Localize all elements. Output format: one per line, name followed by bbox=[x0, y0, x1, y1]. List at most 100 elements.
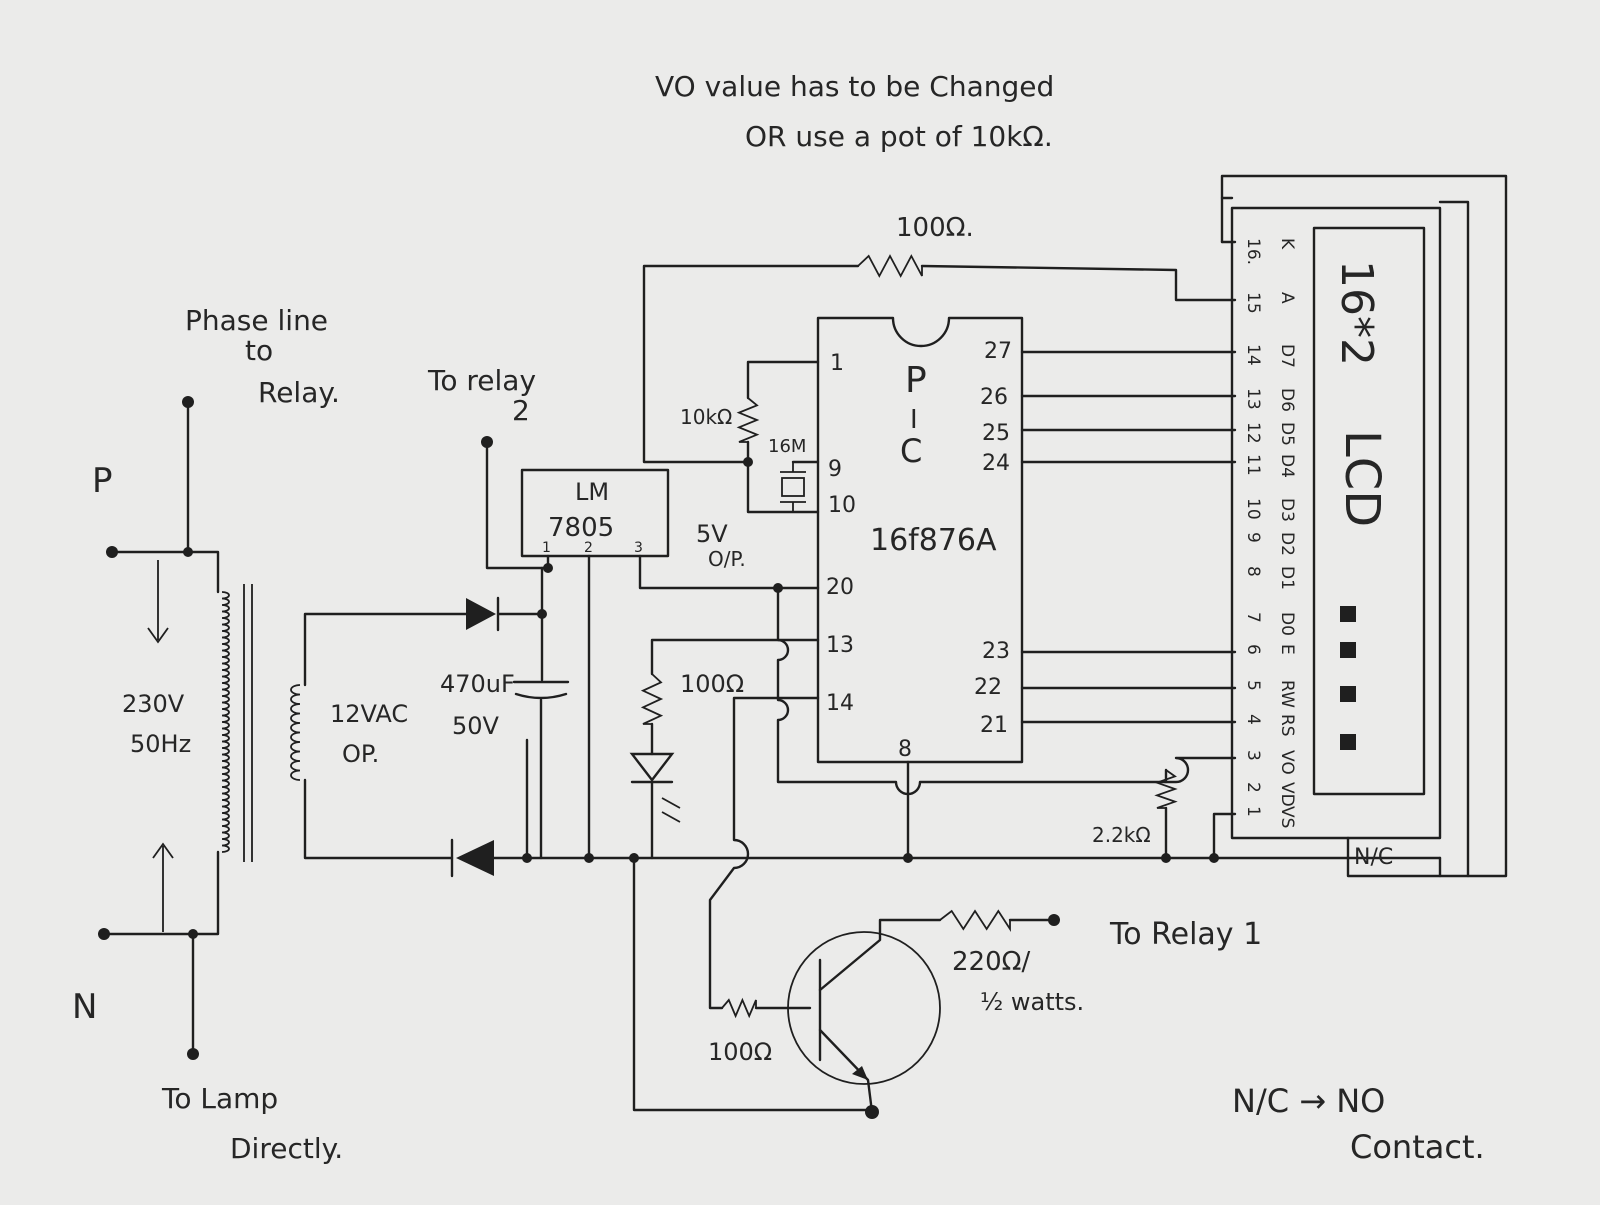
pic-pin-8: 8 bbox=[898, 737, 912, 762]
junction-diode-cap bbox=[537, 609, 547, 619]
lcd-outline bbox=[1230, 206, 1442, 840]
junction-cap-ground bbox=[522, 853, 532, 863]
base-resistor-value: 100Ω bbox=[708, 1038, 772, 1066]
led-cathode bbox=[630, 780, 674, 860]
lcd-vss-wire bbox=[1212, 812, 1237, 860]
mclr-wire bbox=[746, 360, 820, 400]
crystal-body bbox=[781, 477, 805, 497]
transistor-circle bbox=[787, 931, 941, 1085]
lcd-display-window bbox=[1312, 226, 1426, 796]
lcd-pin-name: RS bbox=[1277, 714, 1297, 737]
collector-resistor-rating: ½ watts. bbox=[980, 988, 1084, 1016]
diode-top bbox=[466, 598, 496, 630]
transformer: 12VAC OP. bbox=[221, 584, 408, 862]
lcd-pin-name: D5 bbox=[1277, 422, 1297, 446]
lcd-pin-number: 10 bbox=[1243, 498, 1263, 520]
lcd-title-label: LCD bbox=[1334, 430, 1390, 527]
lcd-data-bus bbox=[1020, 350, 1237, 464]
backlight-circuit: 100Ω. bbox=[642, 213, 1237, 464]
phase-relay-terminal bbox=[182, 396, 194, 408]
pic-pin-20: 20 bbox=[826, 575, 854, 600]
contrast-circuit: 2.2kΩ bbox=[1092, 768, 1237, 863]
primary-frequency: 50Hz bbox=[130, 730, 191, 758]
lcd-block-3 bbox=[1340, 686, 1356, 702]
led-resistor bbox=[640, 673, 664, 725]
pic-pin-25: 25 bbox=[982, 421, 1010, 446]
emitter-junction bbox=[865, 1105, 879, 1119]
current-arrow-down bbox=[147, 560, 169, 644]
pic-part-number: 16f876A bbox=[870, 523, 997, 558]
vdd-rail-to-lcd bbox=[776, 586, 1237, 796]
base-resistor bbox=[721, 997, 757, 1019]
relay1-terminal bbox=[1048, 914, 1060, 926]
secondary-bottom-wire bbox=[303, 778, 454, 860]
lcd-pin-number: 16. bbox=[1243, 238, 1263, 265]
emitter-ground-wire bbox=[632, 856, 874, 1112]
primary-voltage: 230V bbox=[122, 690, 185, 718]
regulator-body bbox=[520, 468, 670, 558]
crystal-value: 16M bbox=[768, 436, 806, 457]
crystal-wires bbox=[746, 460, 820, 514]
lcd-nc-label: N/C bbox=[1354, 845, 1393, 870]
mains-input: P N Phase line to Relay. To Lamp Directl… bbox=[72, 304, 343, 1165]
backlight-right-wire bbox=[920, 264, 1237, 302]
lcd-pin-number: 3 bbox=[1243, 750, 1263, 761]
collector-resistor-value: 220Ω/ bbox=[952, 947, 1030, 977]
regulator-pin2: 2 bbox=[584, 540, 593, 556]
pic-pin-13: 13 bbox=[826, 633, 854, 658]
backlight-resistor-value: 100Ω. bbox=[896, 213, 974, 243]
lcd-pin-number: 7 bbox=[1243, 612, 1263, 623]
note-vo-line1: VO value has to be Changed bbox=[655, 70, 1054, 103]
phase-note-1: Phase line bbox=[185, 304, 328, 337]
pic-pin-21: 21 bbox=[980, 713, 1008, 738]
neutral-junction bbox=[188, 929, 198, 939]
pic-pin-26: 26 bbox=[980, 385, 1008, 410]
current-arrow-up bbox=[152, 842, 174, 932]
lcd-block-4 bbox=[1340, 734, 1356, 750]
regulator-name-2: 7805 bbox=[548, 513, 614, 543]
emitter-arrow bbox=[852, 1066, 868, 1080]
led-indicator: 100Ω bbox=[629, 638, 820, 863]
diode-top-leads bbox=[496, 596, 544, 632]
nc-note-line2: Contact. bbox=[1350, 1128, 1485, 1166]
lcd-k-loop bbox=[1220, 174, 1508, 878]
phase-note-2: to bbox=[245, 334, 273, 367]
ground-rail bbox=[450, 838, 1442, 878]
pic-pin-10: 10 bbox=[828, 493, 856, 518]
contrast-resistor-value: 2.2kΩ bbox=[1092, 823, 1151, 847]
pic-pin-24: 24 bbox=[982, 451, 1010, 476]
relay2-note-2: 2 bbox=[512, 394, 530, 427]
relay2-terminal bbox=[481, 436, 493, 448]
lcd-pin-name: RW bbox=[1277, 680, 1297, 708]
pic-letter-c: C bbox=[900, 432, 922, 470]
secondary-label: OP. bbox=[342, 740, 379, 768]
secondary-top-wire bbox=[303, 612, 468, 687]
relay1-note: To Relay 1 bbox=[1109, 917, 1262, 952]
regulator-out-1: 5V bbox=[696, 520, 728, 548]
lcd-pin-name: D3 bbox=[1277, 498, 1297, 522]
neutral-label: N bbox=[72, 987, 97, 1027]
lcd-block-1 bbox=[1340, 606, 1356, 622]
capacitor-plate-negative bbox=[514, 692, 568, 700]
regulator-output-wire bbox=[638, 554, 820, 590]
collector-lead bbox=[818, 918, 942, 992]
relay2-wire bbox=[485, 440, 550, 570]
emitter-lead bbox=[818, 1028, 874, 1114]
regulator-ground-junction bbox=[584, 853, 594, 863]
oscillator-and-reset: 10kΩ 16M bbox=[680, 360, 820, 514]
pic-letter-p: P bbox=[905, 360, 927, 401]
phase-wire bbox=[110, 550, 220, 594]
phase-terminal bbox=[106, 546, 118, 558]
capacitor-value: 470uF bbox=[440, 670, 515, 698]
lcd-pin-name: D4 bbox=[1277, 454, 1297, 478]
rectifier-section: 470uF 50V bbox=[303, 566, 1442, 878]
lcd-pin-number: 15 bbox=[1243, 292, 1263, 314]
pic-pin-22: 22 bbox=[974, 675, 1002, 700]
lcd-pin-name: D2 bbox=[1277, 532, 1297, 556]
lcd-control-bus bbox=[1020, 650, 1237, 724]
led-resistor-value: 100Ω bbox=[680, 670, 744, 698]
capacitor-rating: 50V bbox=[452, 712, 500, 740]
secondary-coil bbox=[290, 684, 301, 781]
transformer-core bbox=[243, 584, 253, 862]
backlight-left-wire bbox=[642, 264, 860, 464]
